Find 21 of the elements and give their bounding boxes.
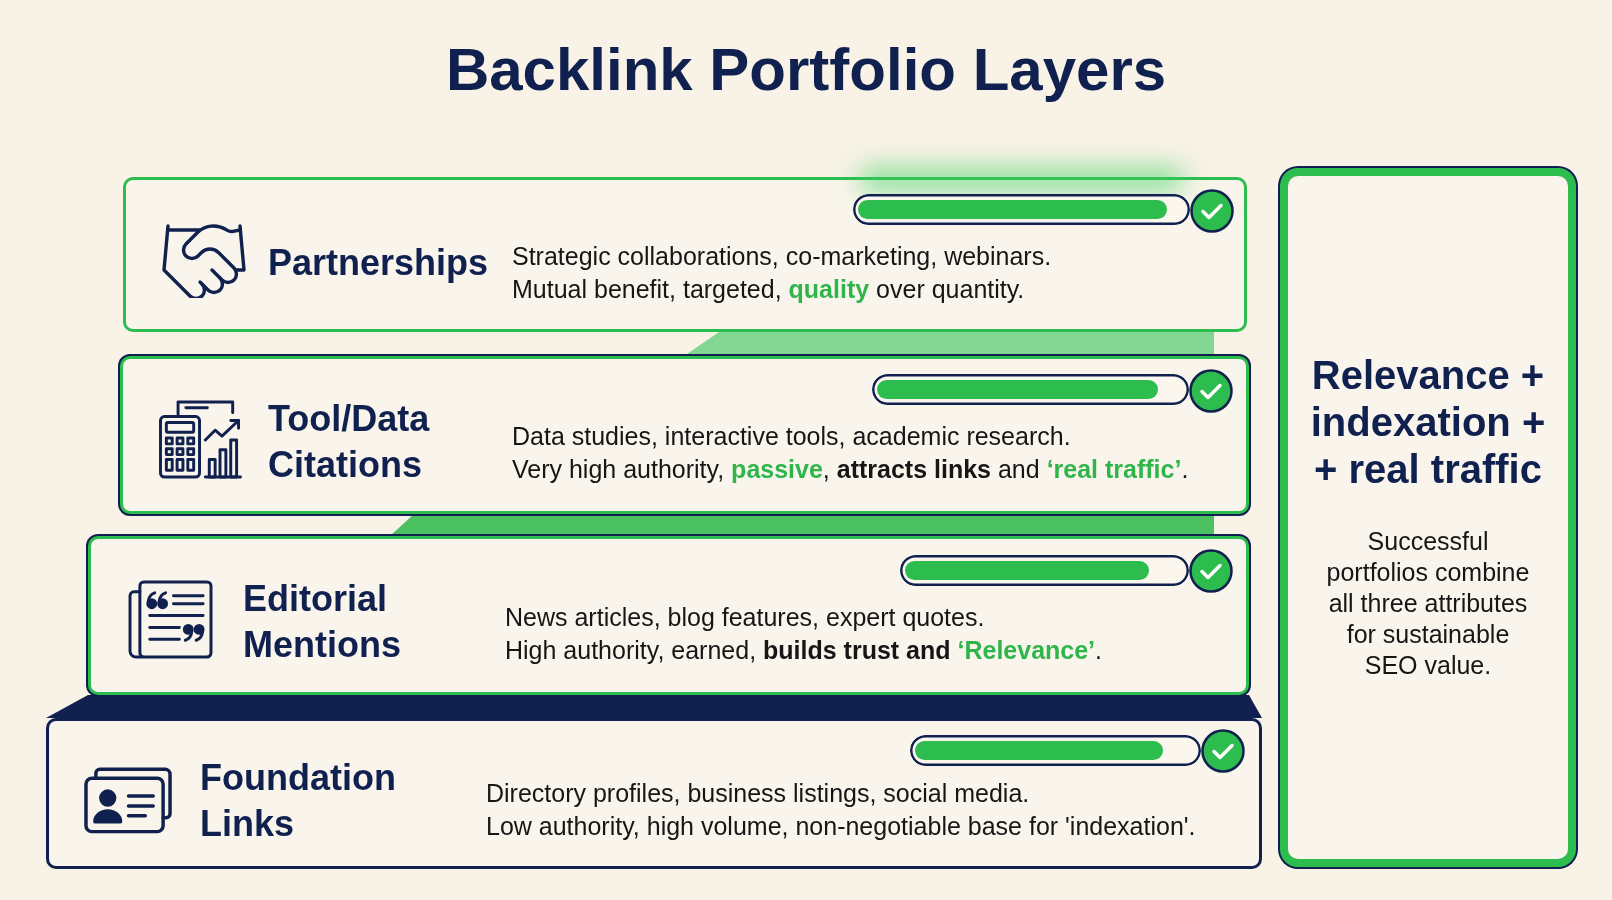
description-text: Low authority, high volume, non-negotiable base for 'indexation'. bbox=[486, 811, 1196, 842]
layer-card bbox=[120, 356, 1249, 514]
layer-title: Editorial Mentions bbox=[243, 577, 402, 667]
title: Backlink Portfolio Layers bbox=[445, 35, 1167, 105]
summary-panel bbox=[1280, 168, 1576, 867]
layer-card bbox=[123, 177, 1247, 332]
description-text: News articles, blog features, expert quotes. bbox=[505, 602, 985, 633]
description-text: Directory profiles, business listings, social media. bbox=[486, 778, 1030, 809]
layer-card bbox=[46, 718, 1262, 869]
description-text: Strategic collaborations, co-marketing, webinars. bbox=[512, 241, 1052, 272]
description-text: Very high authority, passive, attracts links and ‘real traffic’. bbox=[512, 454, 1189, 485]
description-text: Data studies, interactive tools, academic research. bbox=[512, 421, 1071, 452]
layer-title: Foundation Links bbox=[200, 756, 397, 846]
layer-card bbox=[88, 536, 1249, 695]
description-text: Mutual benefit, targeted, quality over quantity. bbox=[512, 274, 1025, 305]
summary-text: Successful portfolios combine all three attributes for sustainable SEO value. bbox=[1325, 526, 1531, 681]
layer-title: Tool/Data Citations bbox=[268, 397, 431, 487]
description-text: High authority, earned, builds trust and ‘Relevance’. bbox=[505, 635, 1103, 666]
summary-heading: Relevance + indexation + + real traffic bbox=[1309, 352, 1547, 493]
stack-band bbox=[46, 695, 1262, 718]
layer-title: Partnerships bbox=[268, 241, 490, 285]
